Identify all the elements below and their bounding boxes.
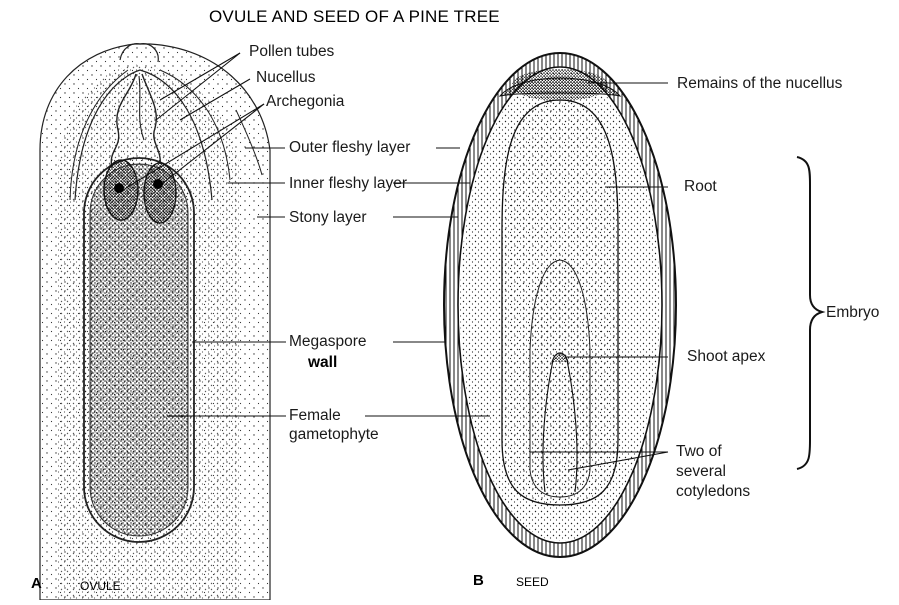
archegonium-2: [143, 162, 177, 224]
diagram-title: OVULE AND SEED OF A PINE TREE: [209, 7, 500, 26]
label-inner-fleshy-layer: Inner fleshy layer: [289, 175, 408, 192]
panel-a-name: OVULE: [80, 579, 121, 593]
label-gametophyte: gametophyte: [289, 426, 379, 443]
embryo-axis: [529, 259, 591, 498]
label-archegonia: Archegonia: [266, 93, 345, 110]
label-cotyledons: cotyledons: [676, 483, 751, 500]
label-embryo: Embryo: [826, 304, 880, 321]
pollen-tube-2: [141, 73, 161, 165]
label-root: Root: [684, 178, 717, 195]
seed-leader-lines: [365, 82, 669, 471]
female-gametophyte: [89, 163, 189, 537]
label-female: Female: [289, 407, 341, 424]
label-stony-layer: Stony layer: [289, 209, 367, 226]
label-remains-nucellus: Remains of the nucellus: [677, 75, 843, 92]
pollen-tube-1: [110, 73, 137, 169]
label-outer-fleshy-layer: Outer fleshy layer: [289, 139, 411, 156]
label-nucellus: Nucellus: [256, 69, 316, 86]
ovule-leader-lines: [125, 52, 286, 417]
label-shoot-apex: Shoot apex: [687, 348, 766, 365]
nucellus-outline: [74, 69, 213, 201]
panel-b-name: SEED: [516, 575, 549, 589]
panel-a-letter: A: [31, 575, 42, 592]
label-megaspore-wall: wall: [308, 354, 338, 371]
ovule-drawing: [39, 43, 271, 601]
embryo-brace: [796, 156, 826, 470]
panel-b-letter: B: [473, 572, 484, 589]
cotyledon-1: [542, 359, 554, 493]
label-several: several: [676, 463, 726, 480]
ovule-micropyle: [119, 43, 159, 63]
label-two-of: Two of: [676, 443, 722, 460]
label-megaspore: Megaspore: [289, 333, 367, 350]
label-pollen-tubes: Pollen tubes: [249, 43, 335, 60]
seed-drawing: [443, 52, 677, 558]
shoot-apex: [551, 352, 569, 363]
cotyledon-2: [566, 359, 578, 493]
